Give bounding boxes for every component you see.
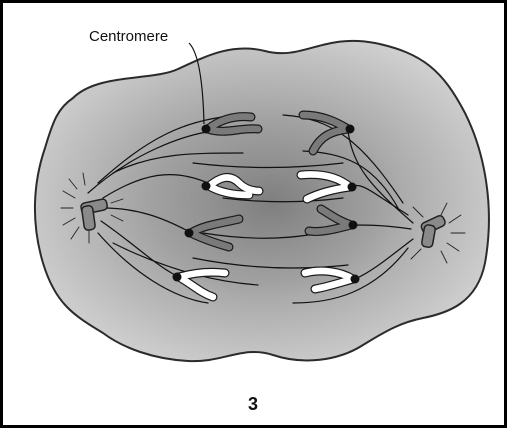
centromere-dot — [202, 182, 211, 191]
centromere-dot — [346, 125, 355, 134]
centromere-dot — [202, 125, 211, 134]
stage-number: 3 — [248, 394, 258, 414]
cell-diagram: Centromere 3 — [3, 3, 504, 425]
centromere-dot — [173, 273, 182, 282]
centromere-label: Centromere — [89, 28, 168, 45]
centromere-dot — [185, 229, 194, 238]
centromere-dot — [348, 183, 357, 192]
cell-center-shading — [143, 108, 403, 298]
centromere-dot — [351, 275, 360, 284]
centromere-dot — [349, 221, 358, 230]
